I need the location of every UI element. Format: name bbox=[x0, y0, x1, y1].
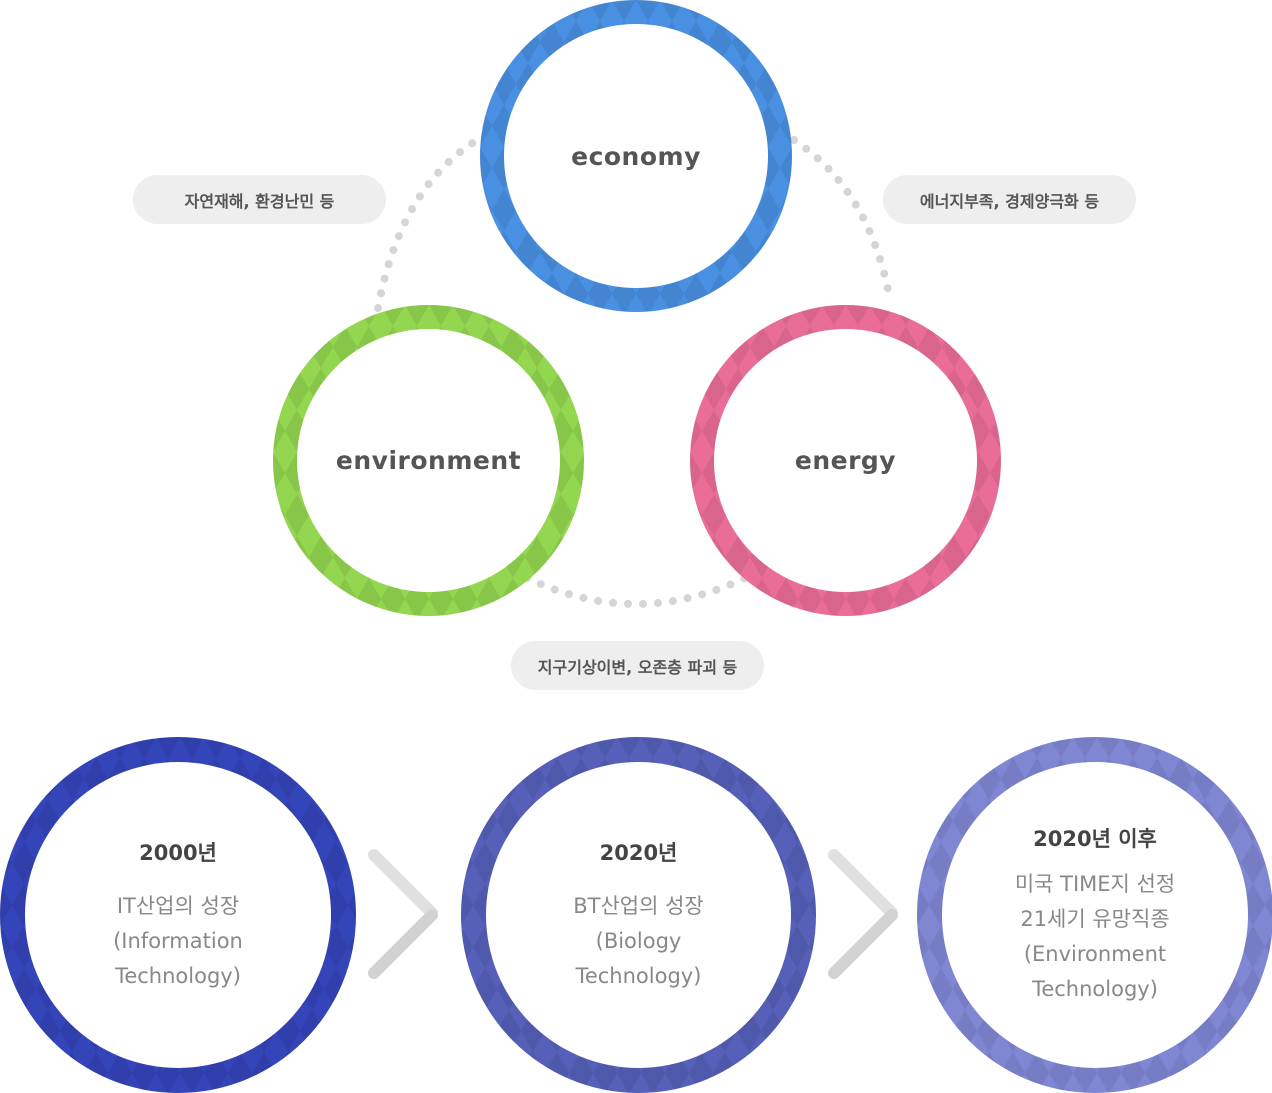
environment-label: environment bbox=[335, 446, 522, 475]
stage-year: 2020년 이후 bbox=[1033, 827, 1157, 851]
stage-desc-line: (Environment bbox=[1023, 942, 1167, 966]
connector-economy-energy bbox=[790, 136, 894, 304]
tag-environment-energy: 지구기상이변, 오존층 파괴 등 bbox=[511, 641, 764, 690]
stage-circle-2020: 2020년 BT산업의 성장 (Biology Technology) bbox=[461, 737, 816, 1093]
economy-circle: economy bbox=[480, 0, 792, 312]
energy-label: energy bbox=[794, 446, 897, 475]
stage-desc-line: BT산업의 성장 bbox=[573, 893, 704, 918]
energy-circle: energy bbox=[690, 305, 1001, 616]
chevron-right-icon bbox=[828, 849, 898, 979]
tag-economy-energy: 에너지부족, 경제양극화 등 bbox=[883, 175, 1136, 224]
stage-circle-after-2020: 2020년 이후 미국 TIME지 선정 21세기 유망직종 (Environm… bbox=[917, 737, 1272, 1093]
stage-desc-line: (Information bbox=[113, 928, 243, 953]
stage-desc-line: Technology) bbox=[115, 963, 241, 988]
stage-description: BT산업의 성장 (Biology Technology) bbox=[573, 889, 704, 994]
environment-circle: environment bbox=[273, 305, 584, 616]
economy-label: economy bbox=[571, 141, 701, 171]
connector-environment-economy bbox=[374, 138, 478, 312]
chevron-right-icon bbox=[368, 849, 438, 979]
stage-circle-2000: 2000년 IT산업의 성장 (Information Technology) bbox=[0, 737, 356, 1093]
stage-desc-line: 미국 TIME지 선정 bbox=[1014, 872, 1176, 896]
stage-desc-line: Technology) bbox=[575, 963, 702, 988]
stage-desc-line: 21세기 유망직종 bbox=[1020, 907, 1170, 931]
stage-year: 2020년 bbox=[599, 840, 678, 865]
stage-description: 미국 TIME지 선정 21세기 유망직종 (Environment Techn… bbox=[1015, 867, 1175, 1007]
stage-desc-line: IT산업의 성장 bbox=[116, 893, 240, 918]
tag-environment-economy: 자연재해, 환경난민 등 bbox=[133, 175, 386, 224]
stage-description: IT산업의 성장 (Information Technology) bbox=[113, 889, 243, 994]
stage-desc-line: (Biology bbox=[595, 928, 682, 953]
stage-desc-line: Technology) bbox=[1032, 977, 1158, 1001]
stage-year: 2000년 bbox=[139, 840, 217, 865]
connector-environment-energy bbox=[523, 574, 749, 608]
